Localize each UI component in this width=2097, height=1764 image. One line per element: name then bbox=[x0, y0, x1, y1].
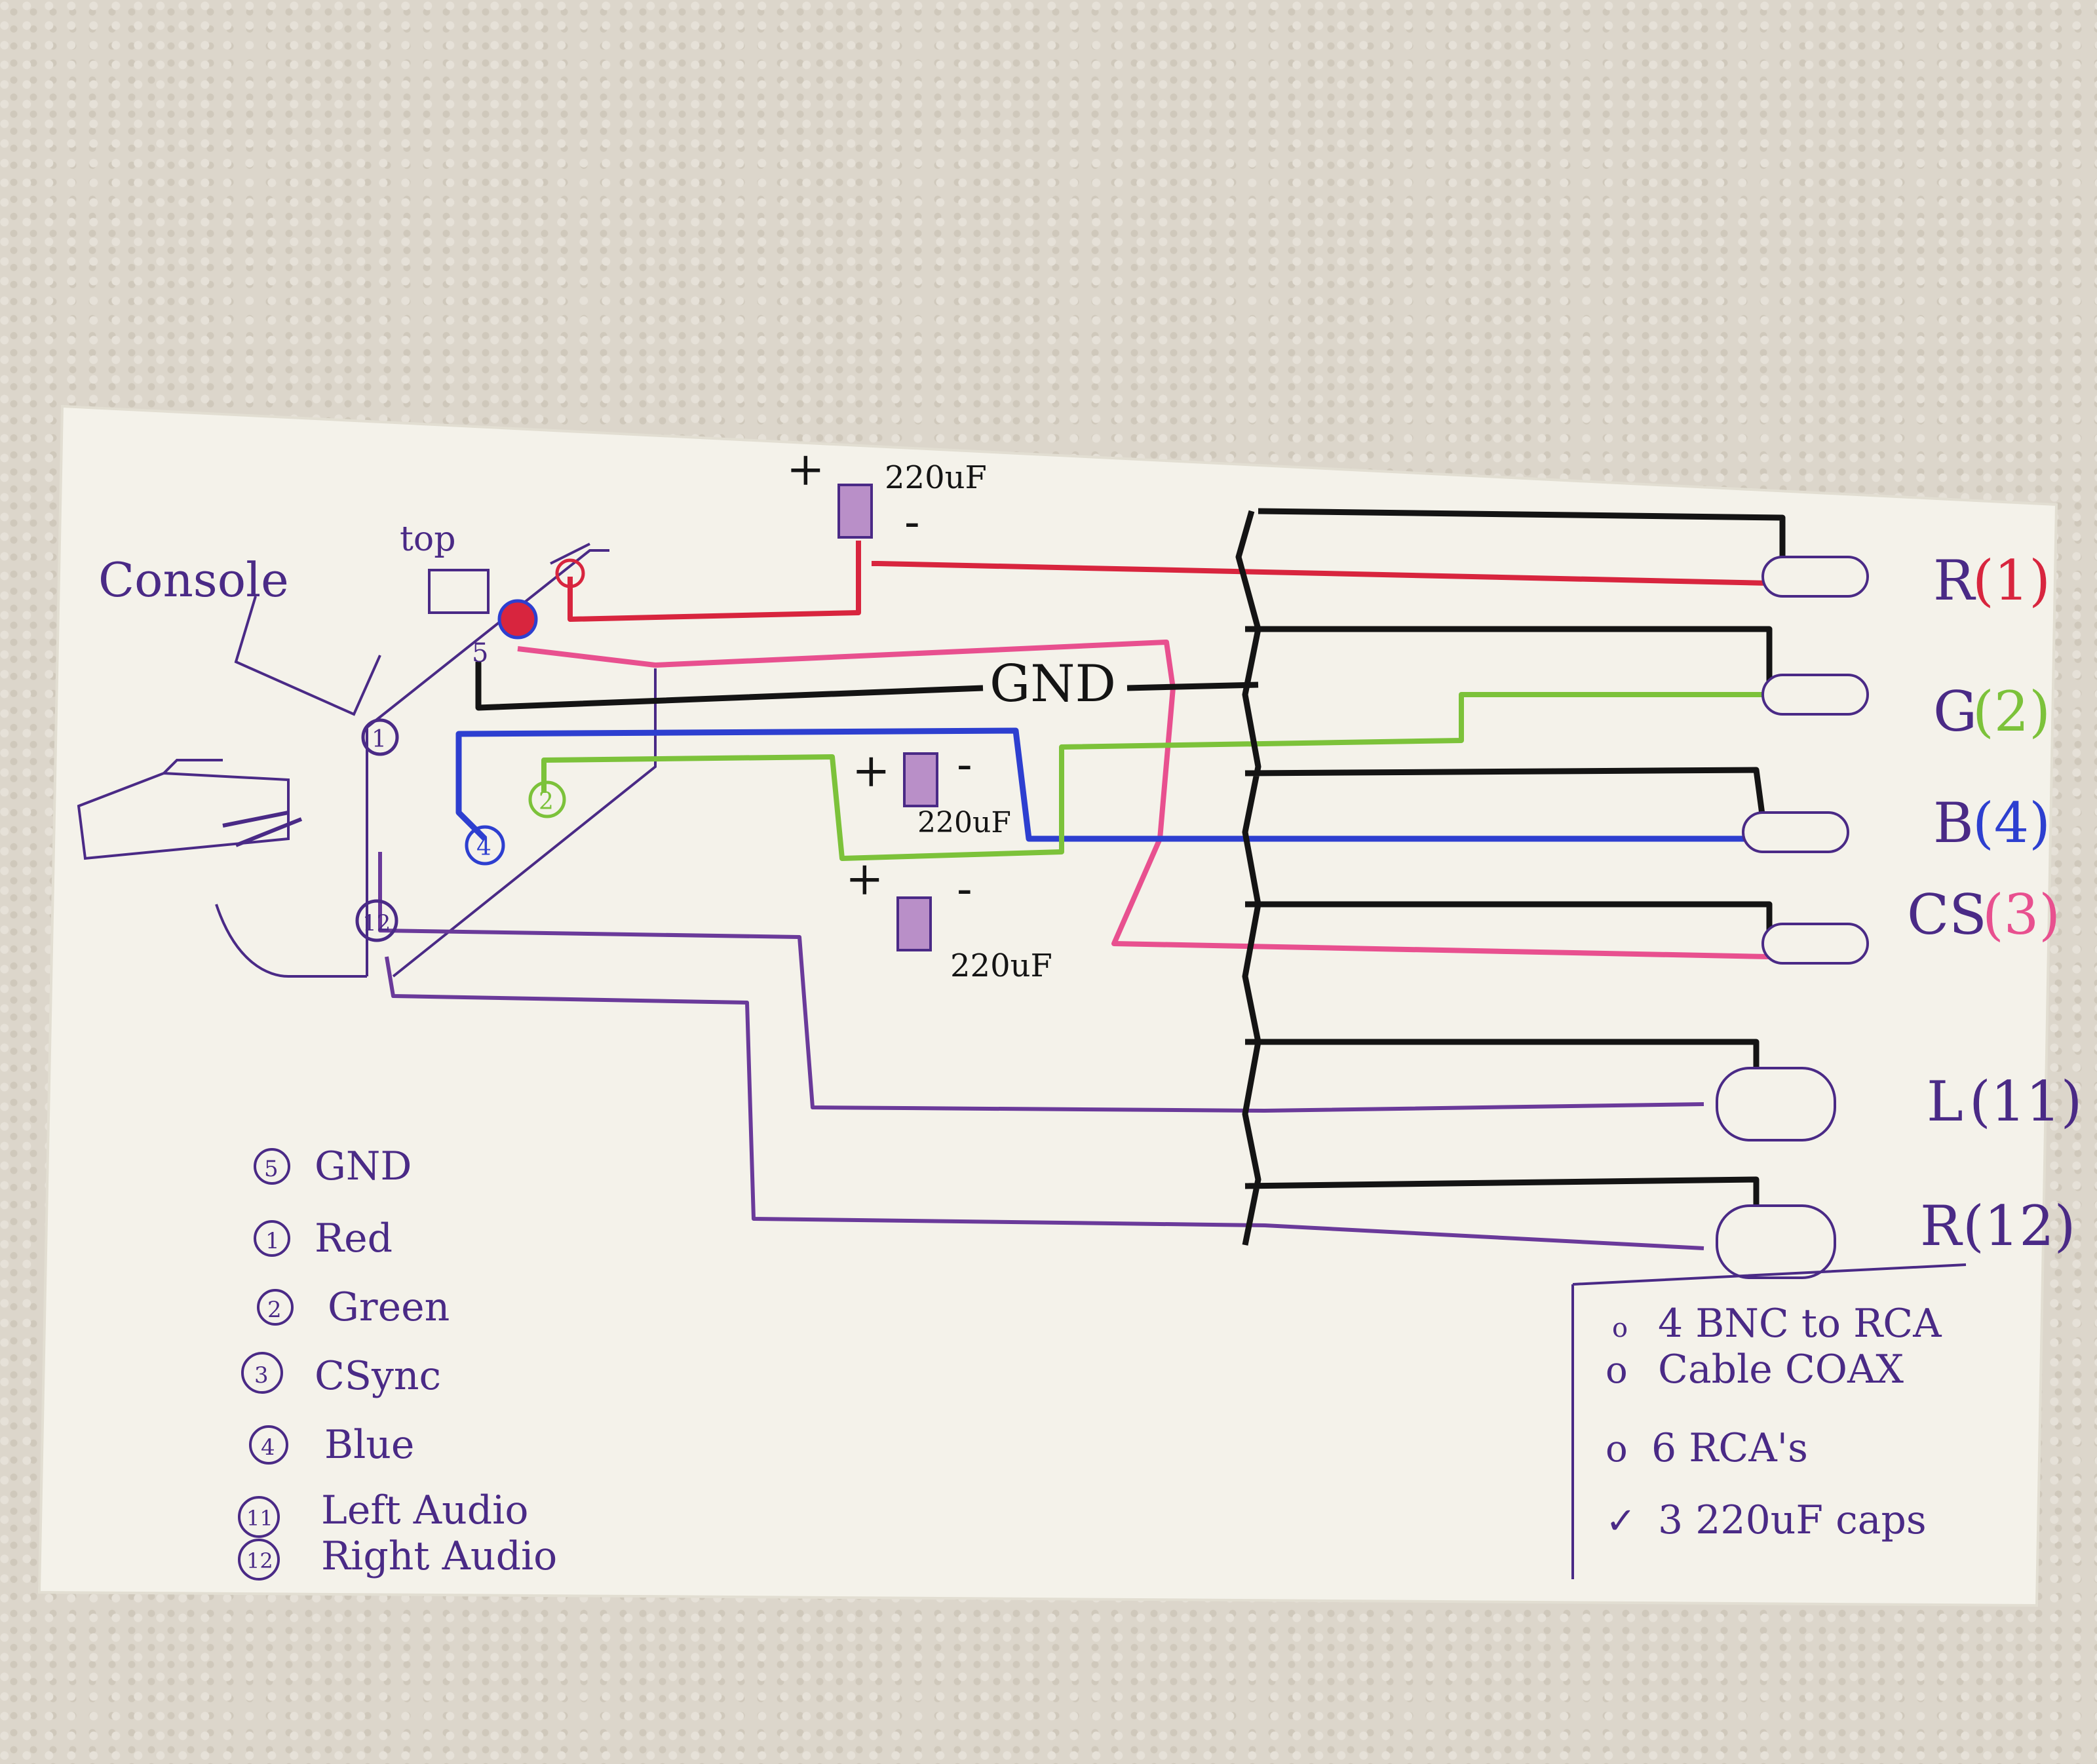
output-b-name: B bbox=[1933, 791, 1974, 855]
capacitor-2 bbox=[903, 752, 938, 807]
top-key bbox=[428, 569, 490, 614]
pin-legend: 5 GND 1 Red 2 Green 3 CSync 4 Blue 11 Le… bbox=[238, 1143, 557, 1581]
connector-pins bbox=[355, 558, 585, 942]
legend-num-2: 2 bbox=[267, 1297, 282, 1323]
cap3-plus: + bbox=[845, 852, 884, 906]
output-cs-pin: (3) bbox=[1982, 883, 2060, 947]
parts-text-3: 3 220uF caps bbox=[1658, 1497, 1927, 1543]
wire-blue bbox=[455, 727, 1769, 842]
cap3-value: 220uF bbox=[950, 948, 1052, 984]
parts-text-0: 4 BNC to RCA bbox=[1658, 1301, 1942, 1347]
pin-label-12: 12 bbox=[362, 910, 391, 936]
legend-num-6: 12 bbox=[246, 1548, 273, 1573]
cap1-value: 220uF bbox=[885, 459, 987, 496]
wires bbox=[378, 508, 1786, 1250]
parts-mark-3: ✓ bbox=[1606, 1500, 1636, 1543]
legend-label-2: Green bbox=[328, 1284, 450, 1330]
pin-label-4: 4 bbox=[476, 834, 491, 861]
cap3-minus: - bbox=[957, 862, 972, 915]
legend-num-5: 11 bbox=[246, 1506, 273, 1531]
output-l-name: L bbox=[1927, 1069, 1963, 1134]
pin-label-2: 2 bbox=[539, 788, 554, 815]
gnd-bus bbox=[1235, 508, 1786, 1246]
wire-purple-right bbox=[385, 956, 1704, 1250]
wire-purple-left bbox=[378, 852, 1704, 1113]
cap2-value: 220uF bbox=[917, 806, 1011, 839]
legend-label-1: Red bbox=[315, 1216, 393, 1261]
parts-text-2: 6 RCA's bbox=[1651, 1425, 1808, 1471]
legend-num-0: 5 bbox=[264, 1156, 279, 1182]
wire-red bbox=[568, 541, 1770, 622]
cap2-plus: + bbox=[852, 744, 891, 797]
gnd-label: GND bbox=[990, 655, 1116, 714]
output-g-pin: (2) bbox=[1972, 680, 2050, 744]
output-b-pin: (4) bbox=[1972, 791, 2050, 855]
rca-plugs bbox=[1716, 556, 1869, 1279]
output-r12-name: R bbox=[1920, 1194, 1963, 1258]
capacitor-1 bbox=[837, 484, 873, 539]
console-label: Console bbox=[98, 552, 289, 607]
parts-mark-2: o bbox=[1606, 1428, 1628, 1470]
wire-green bbox=[541, 692, 1769, 861]
legend-num-3: 3 bbox=[254, 1362, 269, 1389]
legend-label-0: GND bbox=[315, 1143, 412, 1189]
parts-list: o 4 BNC to RCA o Cable COAX o 6 RCA's ✓ … bbox=[1571, 1263, 1967, 1579]
av-connector bbox=[428, 543, 590, 614]
cap1-minus: - bbox=[904, 495, 920, 548]
pin-label-1: 1 bbox=[372, 726, 387, 753]
output-g-name: G bbox=[1933, 680, 1977, 744]
cap1-plus: + bbox=[786, 442, 825, 496]
legend-label-3: CSync bbox=[315, 1353, 441, 1399]
output-r12-pin: (12) bbox=[1963, 1194, 2075, 1258]
legend-label-6: Right Audio bbox=[321, 1533, 557, 1579]
top-label: top bbox=[400, 520, 456, 559]
cap2-minus: - bbox=[957, 737, 972, 791]
parts-mark-0: o bbox=[1612, 1313, 1628, 1343]
output-l-pin: (11) bbox=[1969, 1069, 2082, 1134]
legend-num-1: 1 bbox=[265, 1228, 280, 1254]
parts-text-1: Cable COAX bbox=[1658, 1347, 1904, 1392]
output-r1-pin: (1) bbox=[1972, 548, 2050, 613]
legend-num-4: 4 bbox=[261, 1434, 275, 1461]
capacitor-3 bbox=[896, 896, 932, 951]
wire-black-gnd bbox=[475, 662, 1259, 711]
parts-mark-1: o bbox=[1606, 1349, 1628, 1392]
legend-label-4: Blue bbox=[324, 1422, 414, 1468]
output-cs-name: CS bbox=[1907, 883, 1987, 947]
output-r1-name: R bbox=[1933, 548, 1976, 613]
pin-label-5: 5 bbox=[472, 638, 488, 668]
legend-label-5: Left Audio bbox=[321, 1487, 528, 1533]
